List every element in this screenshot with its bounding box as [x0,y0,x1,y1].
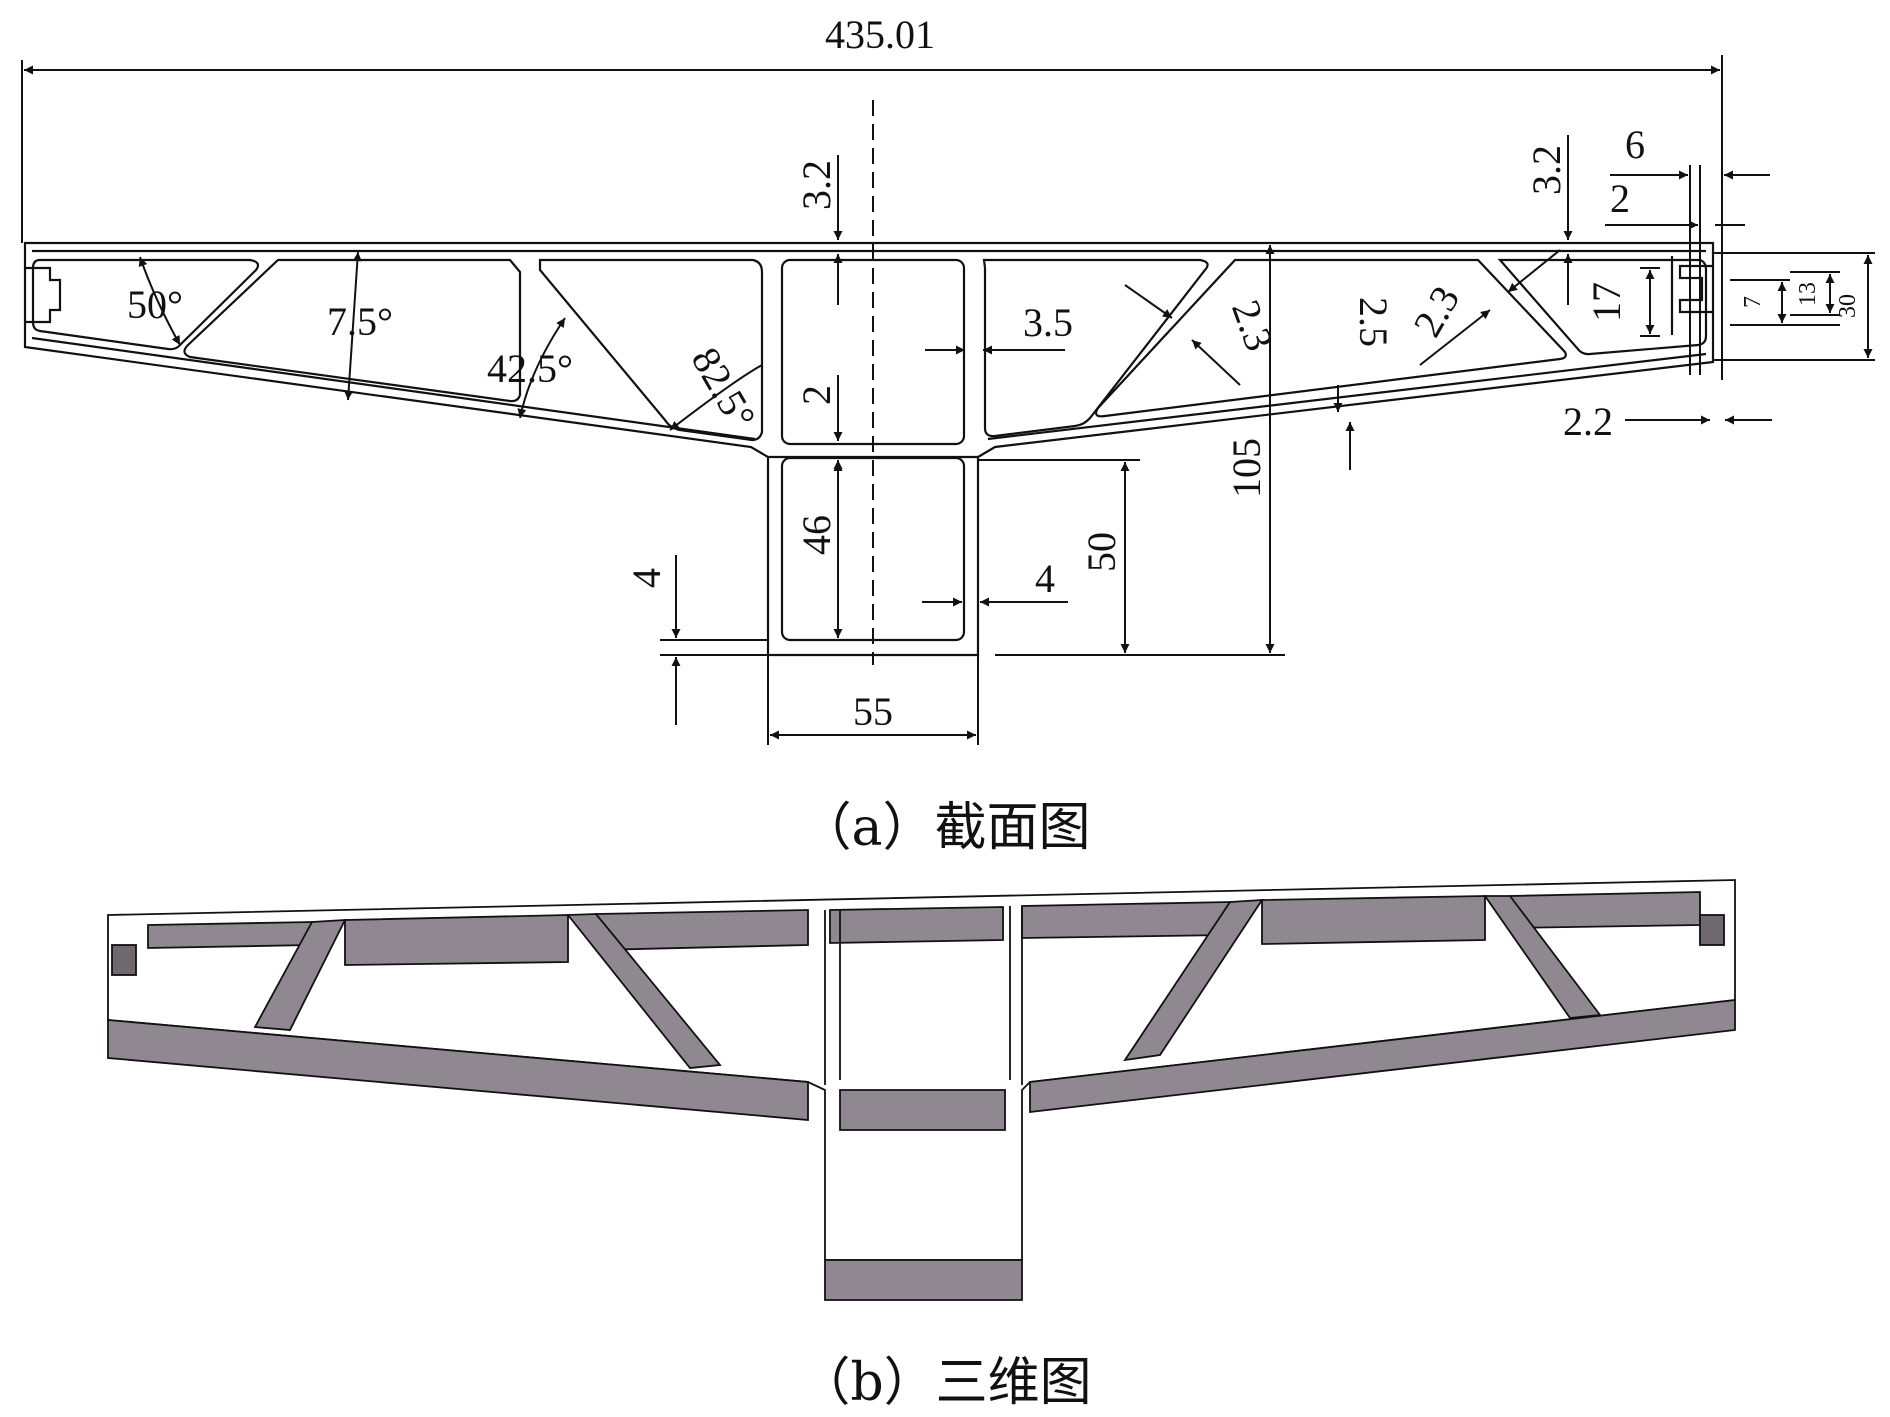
label-2-2: 2.2 [1563,399,1613,444]
caption-section-view: （a）截面图 [799,798,1091,858]
iso-rib-centre-right [1123,898,1264,1062]
label-2-5: 2.5 [1351,297,1396,347]
label-3-5: 3.5 [1023,300,1073,345]
label-55: 55 [853,689,893,734]
iso-cell-3 [595,909,809,951]
iso-left-end-tab [111,944,137,976]
iso-cell-7 [1509,891,1701,929]
label-50-deg: 50° [127,282,183,327]
iso-cell-4 [829,906,1004,944]
iso-rib-left [253,919,347,1031]
label-46: 46 [794,515,839,555]
iso-cell-6 [1261,895,1486,945]
iso-right-end-tab [1699,914,1725,946]
iso-bottom-skin-left [107,1019,809,1121]
label-3-2-right: 3.2 [1524,145,1569,195]
iso-rib-right [1483,895,1602,1019]
inner-skin-bottom-left [31,336,756,441]
iso-stem-top [839,1089,1006,1131]
isometric-view [107,879,1736,1301]
iso-cell-5 [1021,901,1231,939]
iso-stem-bottom [824,1259,1023,1301]
dimension-labels: 435.01 3.2 50° 7.5° 42.5° 82.5° 3.5 2 2.… [127,12,1861,734]
right-slot [1678,264,1713,314]
dimension-lines [21,55,1875,745]
label-50: 50 [1079,532,1124,572]
label-42-5-deg: 42.5° [487,346,573,391]
label-2-lip: 2 [1610,176,1630,221]
label-82-5-deg: 82.5° [683,340,765,437]
label-2-center: 2 [794,385,839,405]
iso-bottom-skin-right [1029,998,1736,1114]
iso-cell-1 [147,921,313,949]
inner-skin-bottom-right [987,352,1707,441]
cell-6 [1497,258,1708,356]
label-7-5-deg: 7.5° [327,299,393,344]
label-435-01: 435.01 [825,12,935,57]
label-2-3-left: 2.3 [1223,294,1282,356]
left-slot [25,266,62,324]
cell-5 [1095,258,1567,418]
cell-1 [31,258,260,351]
label-7: 7 [1740,296,1766,308]
label-4-wall: 4 [1035,556,1055,601]
label-13: 13 [1795,282,1821,306]
label-17: 17 [1584,282,1629,322]
label-105: 105 [1224,438,1269,498]
label-6: 6 [1625,122,1645,167]
label-3-2-center: 3.2 [794,160,839,210]
iso-rib-centre-left [566,913,722,1069]
cell-3 [538,258,764,442]
cell-4 [982,258,1209,438]
iso-cell-2 [344,914,569,966]
caption-3d-view: （b）三维图 [798,1353,1092,1413]
label-4-bottom: 4 [624,568,669,588]
label-30: 30 [1835,294,1861,318]
